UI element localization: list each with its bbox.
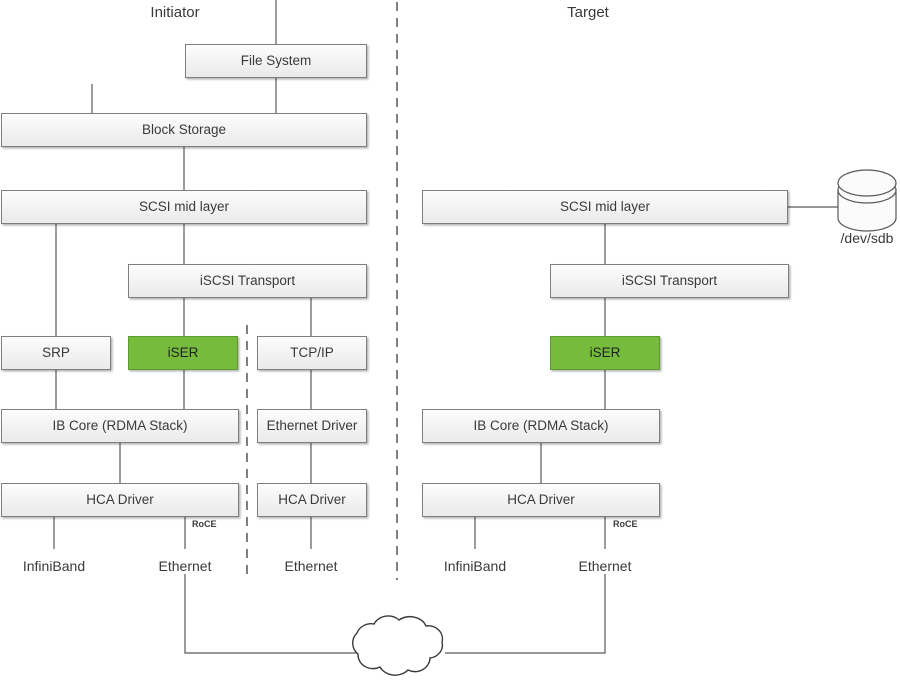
node-scsi-mid-layer[interactable]: SCSI mid layer: [1, 190, 367, 224]
label-infiniband-initiator: InfiniBand: [22, 558, 86, 574]
label-infiniband-target: InfiniBand: [443, 558, 507, 574]
node-tcp-ip[interactable]: TCP/IP: [257, 336, 367, 370]
label-ethernet-tcp-initiator: Ethernet: [284, 558, 338, 574]
node-iscsi-transport-target[interactable]: iSCSI Transport: [550, 264, 789, 298]
node-ib-core-target[interactable]: IB Core (RDMA Stack): [422, 409, 660, 443]
node-ib-core-initiator[interactable]: IB Core (RDMA Stack): [1, 409, 239, 443]
node-scsi-mid-layer-target[interactable]: SCSI mid layer: [422, 190, 788, 224]
node-hca-driver-ib[interactable]: HCA Driver: [1, 483, 239, 517]
label-dev-sdb: /dev/sdb: [840, 230, 894, 246]
label-ethernet-roce-initiator: Ethernet: [158, 558, 212, 574]
disk-cylinder-shape: [837, 169, 897, 232]
node-block-storage[interactable]: Block Storage: [1, 113, 367, 147]
node-hca-driver-target[interactable]: HCA Driver: [422, 483, 660, 517]
heading-target: Target: [567, 4, 609, 21]
node-hca-driver-ethernet[interactable]: HCA Driver: [257, 483, 367, 517]
label-roce-initiator: RoCE: [192, 519, 217, 529]
label-roce-target: RoCE: [613, 519, 638, 529]
network-cloud-shape: [352, 615, 444, 676]
node-iser-initiator[interactable]: iSER: [128, 336, 238, 370]
label-ethernet-target: Ethernet: [578, 558, 632, 574]
node-file-system[interactable]: File System: [185, 44, 367, 78]
node-iser-target[interactable]: iSER: [550, 336, 660, 370]
connector-initiator-to-cloud: [184, 574, 358, 654]
node-ethernet-driver[interactable]: Ethernet Driver: [257, 409, 367, 443]
node-iscsi-transport[interactable]: iSCSI Transport: [128, 264, 367, 298]
connector-target-to-cloud: [445, 574, 606, 654]
node-srp[interactable]: SRP: [1, 336, 111, 370]
heading-initiator: Initiator: [150, 4, 200, 21]
